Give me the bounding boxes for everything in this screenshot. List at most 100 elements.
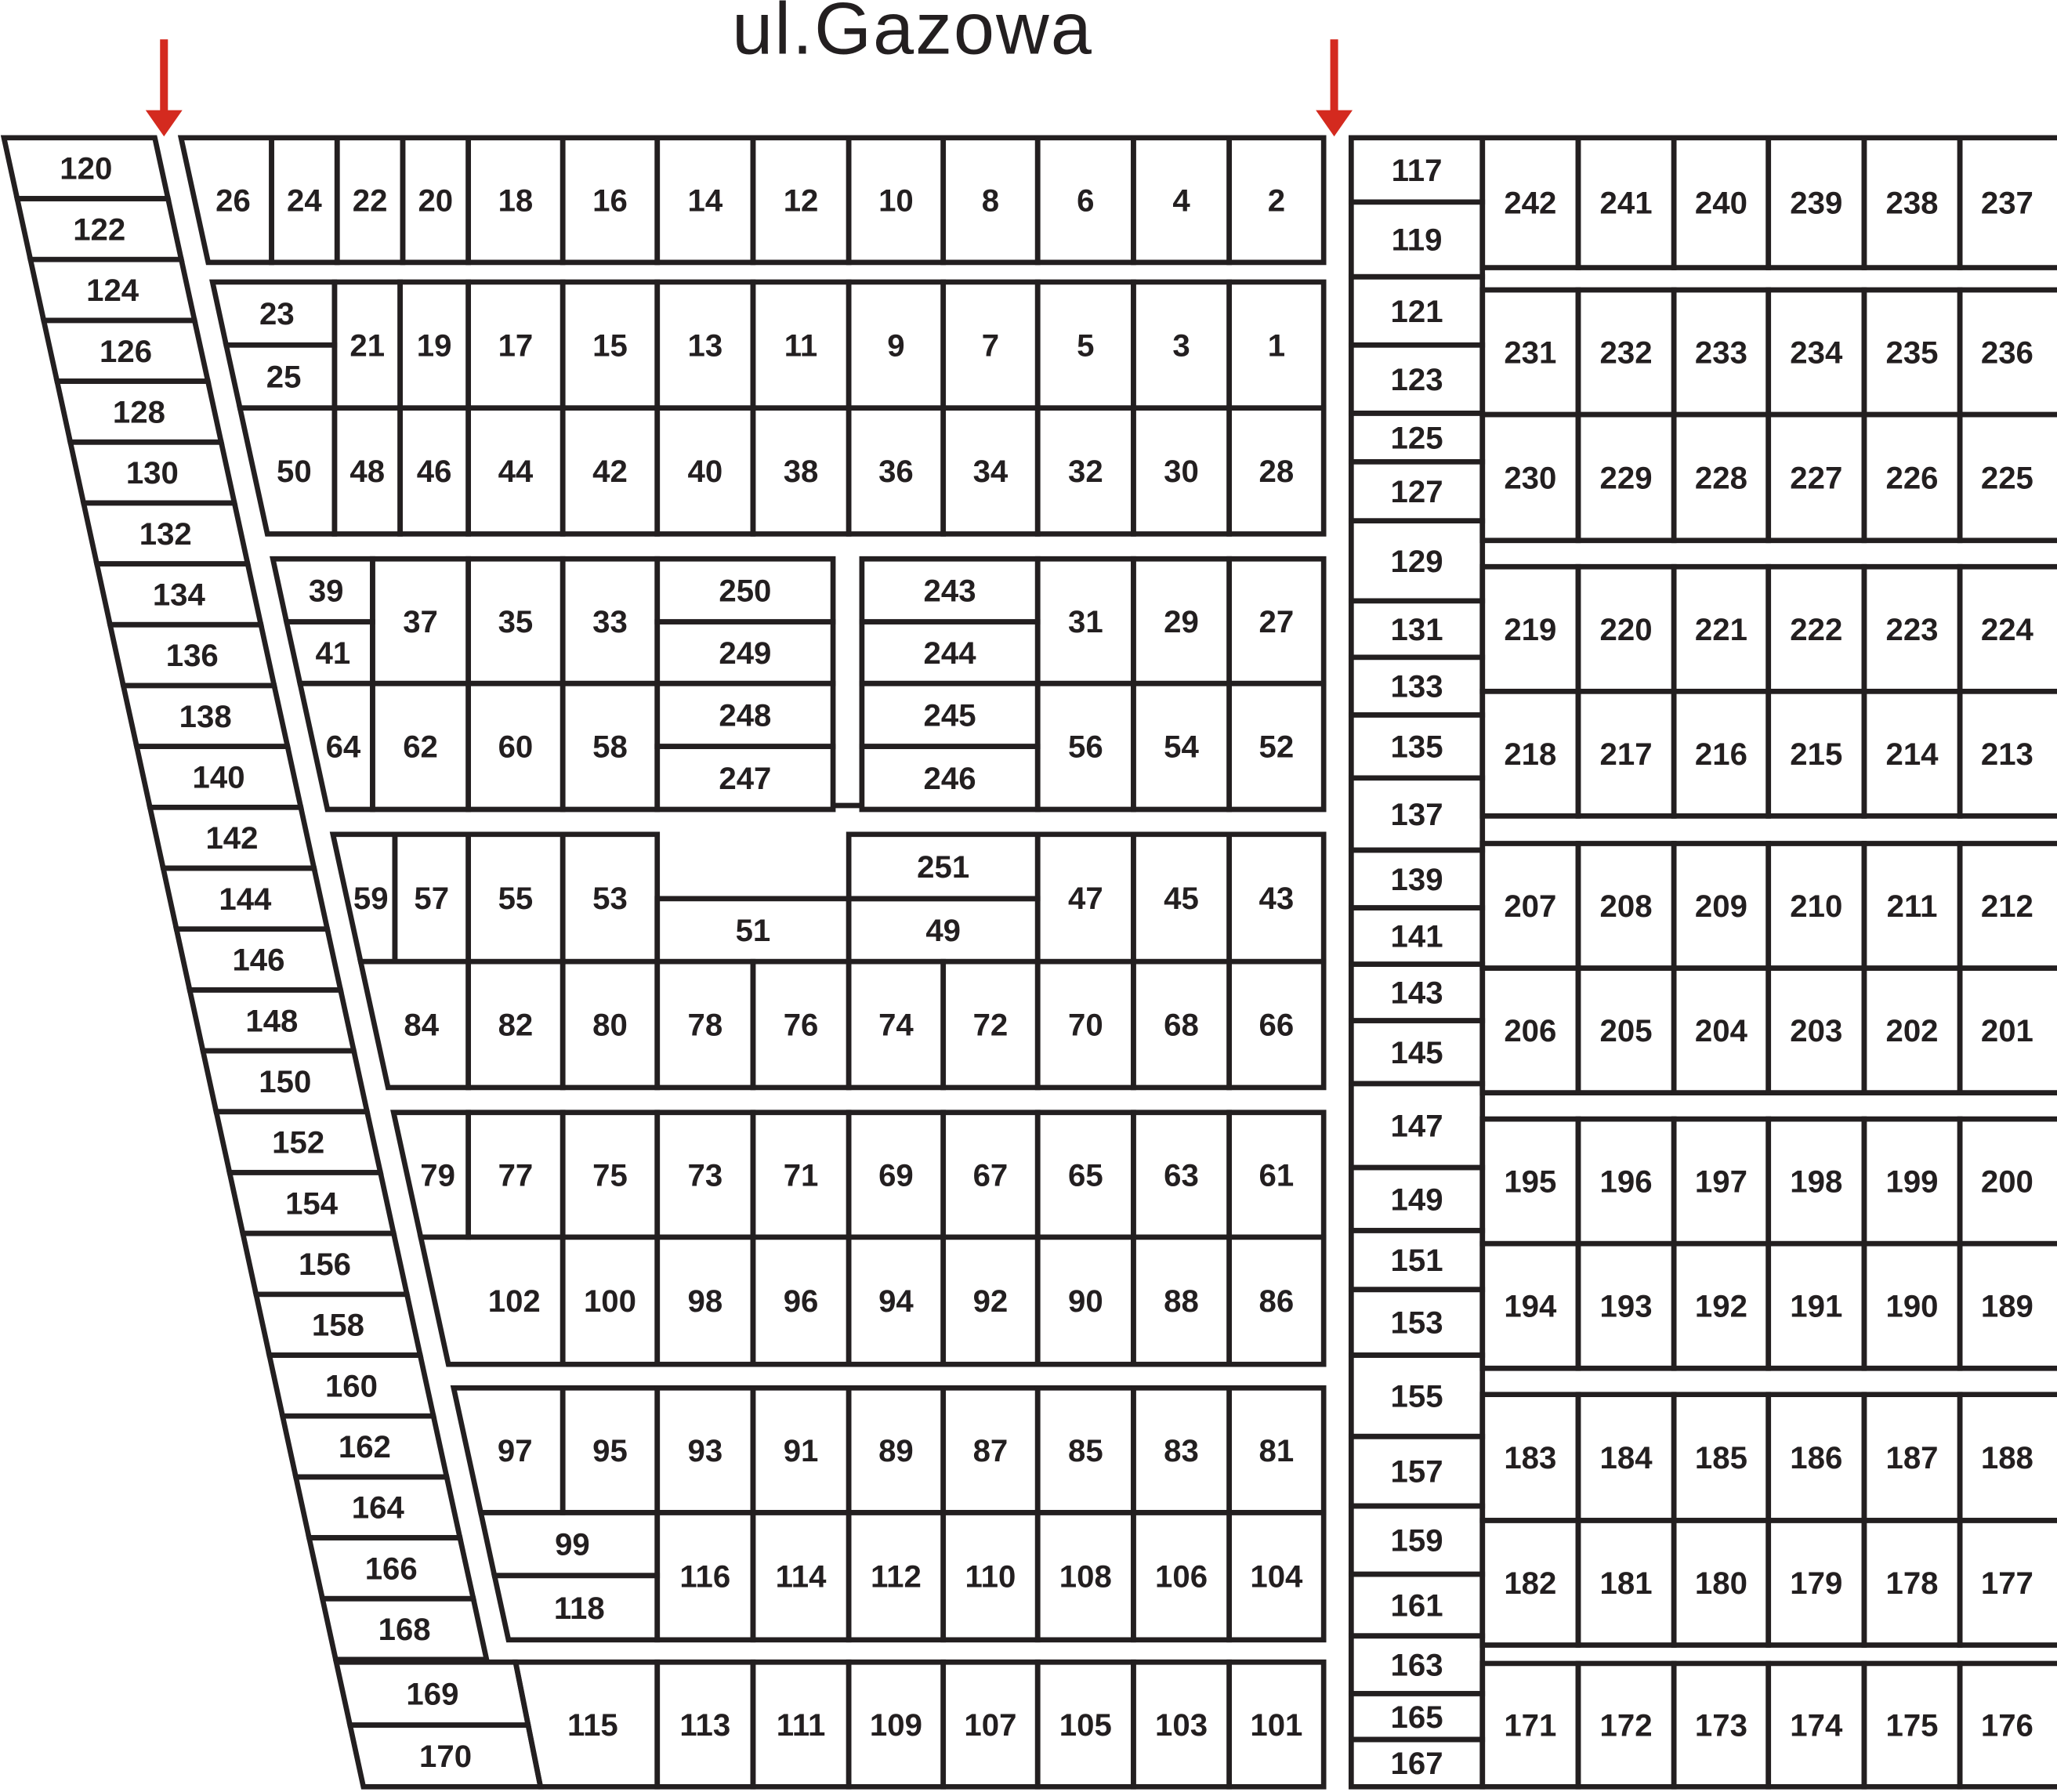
plot-number: 15 <box>592 328 628 363</box>
plot-number: 74 <box>878 1008 914 1043</box>
plot-number: 66 <box>1259 1008 1295 1043</box>
plot-number: 115 <box>567 1707 618 1743</box>
plot-outline <box>1226 1510 1327 1643</box>
plot-number: 131 <box>1391 612 1443 647</box>
plot: 89 <box>846 1385 947 1515</box>
plot: 200 <box>1957 1116 2057 1247</box>
plot-number: 139 <box>1391 862 1443 897</box>
plot-number: 70 <box>1068 1008 1103 1043</box>
plot-number: 218 <box>1504 737 1556 772</box>
plot: 188 <box>1957 1392 2057 1523</box>
plot-number: 194 <box>1504 1289 1557 1324</box>
plot-number: 243 <box>924 573 976 608</box>
plot-number: 138 <box>179 699 232 734</box>
plot-number: 241 <box>1600 186 1653 221</box>
plot-number: 10 <box>878 183 914 218</box>
plots: 1201221241261281301321341361381401421441… <box>0 135 2057 1790</box>
plot-number: 114 <box>776 1559 827 1595</box>
plot-outline <box>1957 841 2057 971</box>
plot-number: 250 <box>719 573 771 608</box>
plot-number: 73 <box>687 1157 722 1193</box>
plot: 224 <box>1957 563 2057 694</box>
plot-number: 112 <box>871 1559 922 1595</box>
plot-number: 162 <box>339 1429 391 1464</box>
plot-number: 6 <box>1077 183 1094 218</box>
plot-number: 169 <box>406 1676 458 1711</box>
plot-number: 158 <box>312 1308 364 1343</box>
plot: 143 <box>1348 961 1486 1023</box>
plot-number: 81 <box>1259 1433 1295 1468</box>
plot-number: 76 <box>784 1008 819 1043</box>
plot-number: 185 <box>1695 1440 1747 1475</box>
plot-number: 177 <box>1981 1566 2033 1601</box>
plot-number: 63 <box>1164 1157 1199 1193</box>
plot-number: 205 <box>1600 1013 1653 1048</box>
plot-number: 137 <box>1391 797 1443 832</box>
plot-number: 195 <box>1504 1164 1556 1200</box>
plot-outline <box>1226 1659 1327 1790</box>
plot-number: 182 <box>1504 1566 1556 1601</box>
plot-number: 84 <box>404 1008 439 1043</box>
plot-number: 68 <box>1164 1008 1199 1043</box>
plot-number: 40 <box>687 454 722 489</box>
plot-number: 72 <box>973 1008 1009 1043</box>
plot-number: 50 <box>277 454 312 489</box>
plot-number: 113 <box>679 1707 730 1743</box>
plot: 216 <box>1671 688 1772 819</box>
plot: 213 <box>1957 688 2057 819</box>
plot-outline <box>1226 1234 1327 1367</box>
plot-number: 159 <box>1391 1523 1443 1558</box>
plot-number: 232 <box>1600 335 1653 371</box>
plot-number: 123 <box>1391 362 1443 397</box>
plot-number: 176 <box>1981 1708 2033 1743</box>
plot-number: 134 <box>153 577 206 612</box>
plot-number: 143 <box>1391 976 1443 1011</box>
plot-number: 19 <box>417 328 452 363</box>
plot-number: 124 <box>86 273 139 308</box>
plot-number: 174 <box>1790 1708 1843 1743</box>
plot-number: 86 <box>1259 1283 1295 1319</box>
plot-number: 82 <box>498 1008 534 1043</box>
plot-number: 34 <box>973 454 1009 489</box>
plot-number: 103 <box>1155 1707 1208 1743</box>
plot: 247 <box>654 744 836 813</box>
plot-number: 161 <box>1391 1587 1443 1623</box>
plot-number: 46 <box>417 454 452 489</box>
plot-number: 27 <box>1259 604 1295 639</box>
plot-number: 199 <box>1885 1164 1938 1200</box>
plot-number: 18 <box>498 183 534 218</box>
plot-number: 52 <box>1259 729 1295 765</box>
plot-number: 167 <box>1391 1746 1443 1781</box>
plot-number: 129 <box>1391 544 1443 579</box>
plot-number: 183 <box>1504 1440 1556 1475</box>
entrance-markers <box>145 39 1353 137</box>
plot-number: 192 <box>1695 1289 1747 1324</box>
plot-number: 22 <box>353 183 388 218</box>
plot-number: 217 <box>1600 737 1653 772</box>
plot-number: 187 <box>1885 1440 1938 1475</box>
plot: 225 <box>1957 411 2057 544</box>
plot-number: 36 <box>878 454 914 489</box>
plot-number: 28 <box>1259 454 1295 489</box>
plot-number: 222 <box>1790 612 1842 647</box>
plot-number: 130 <box>126 455 179 491</box>
plot-number: 4 <box>1172 183 1190 218</box>
plot-number: 96 <box>784 1283 819 1319</box>
plot-number: 45 <box>1164 881 1199 916</box>
plot-number: 189 <box>1981 1289 2033 1324</box>
plot-number: 93 <box>687 1433 722 1468</box>
plot-number: 240 <box>1695 186 1747 221</box>
plot-number: 193 <box>1600 1289 1653 1324</box>
plot-number: 111 <box>777 1707 826 1743</box>
plot-outline <box>1226 680 1327 813</box>
plot: 236 <box>1957 287 2057 418</box>
plot-number: 23 <box>259 296 295 331</box>
plot-number: 136 <box>166 638 219 673</box>
plot-number: 5 <box>1077 328 1094 363</box>
plot-number: 125 <box>1391 420 1443 455</box>
plot-number: 150 <box>259 1064 311 1099</box>
plot-number: 48 <box>349 454 385 489</box>
plot-number: 49 <box>925 913 961 948</box>
plot-number: 55 <box>498 881 534 916</box>
plot-outline <box>1957 1660 2057 1790</box>
